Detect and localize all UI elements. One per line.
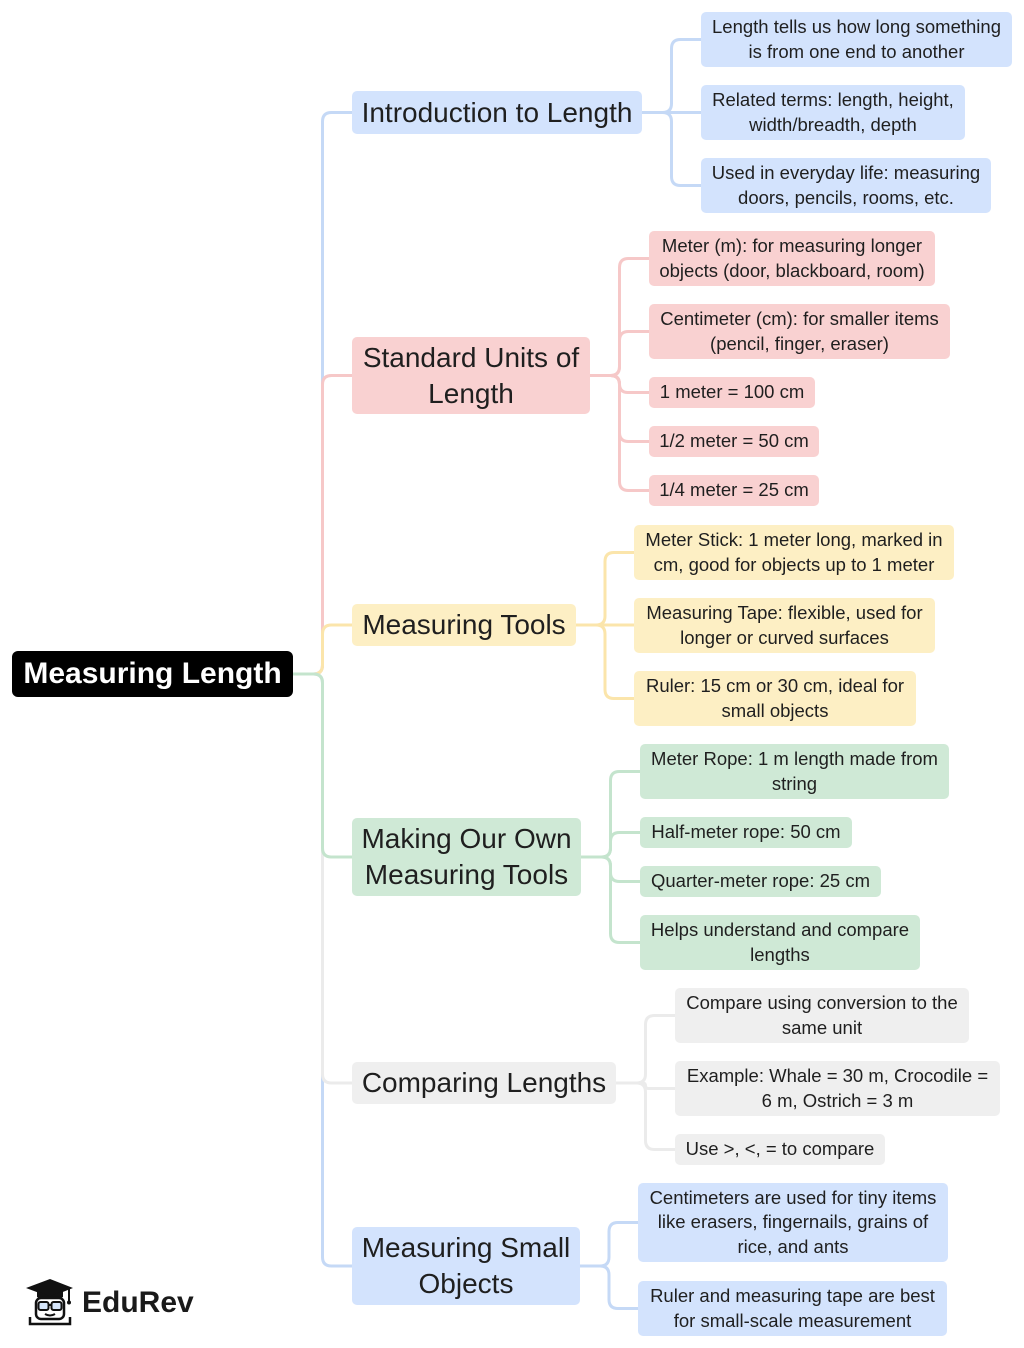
branch-measuring-small-objects: Measuring Small Objects	[352, 1227, 580, 1305]
connector-line	[588, 374, 651, 492]
connector-line	[291, 672, 354, 859]
leaf-compare-conversion: Compare using conversion to the same uni…	[675, 988, 969, 1043]
leaf-meter-rope: Meter Rope: 1 m length made from string	[640, 744, 949, 799]
leaf-related-terms: Related terms: length, height, width/bre…	[701, 85, 965, 140]
leaf-quarter-meter-rope: Quarter-meter rope: 25 cm	[640, 866, 881, 897]
leaf-one-meter-conversion: 1 meter = 100 cm	[649, 377, 815, 408]
leaf-meter-stick: Meter Stick: 1 meter long, marked in cm,…	[634, 525, 954, 580]
leaf-length-definition: Length tells us how long something is fr…	[701, 12, 1012, 67]
leaf-centimeter-unit: Centimeter (cm): for smaller items (penc…	[649, 304, 950, 359]
connector-line	[640, 111, 703, 187]
connector-line	[574, 623, 636, 700]
connector-line	[579, 831, 642, 859]
connector-line	[588, 330, 651, 377]
leaf-helps-compare: Helps understand and compare lengths	[640, 915, 920, 970]
leaf-comparison-example: Example: Whale = 30 m, Crocodile = 6 m, …	[675, 1061, 1000, 1116]
branch-making-our-own-measuring-tools: Making Our Own Measuring Tools	[352, 818, 581, 896]
edurev-logo-text: EduRev	[82, 1286, 194, 1319]
leaf-half-meter-rope: Half-meter rope: 50 cm	[640, 817, 852, 848]
connector-line	[578, 1221, 640, 1268]
branch-measuring-tools: Measuring Tools	[352, 604, 576, 646]
leaf-quarter-meter-conversion: 1/4 meter = 25 cm	[649, 475, 819, 506]
branch-standard-units-of-length: Standard Units of Length	[352, 337, 590, 414]
leaf-comparison-symbols: Use >, <, = to compare	[675, 1134, 885, 1165]
connector-line	[614, 1081, 677, 1151]
root-node-measuring-length: Measuring Length	[12, 651, 293, 697]
leaf-everyday-use: Used in everyday life: measuring doors, …	[701, 158, 991, 213]
connector-line	[574, 551, 636, 627]
leaf-ruler: Ruler: 15 cm or 30 cm, ideal for small o…	[634, 671, 916, 726]
leaf-measuring-tape: Measuring Tape: flexible, used for longe…	[634, 598, 935, 653]
edurev-graduate-icon	[26, 1279, 73, 1326]
leaf-centimeters-tiny-items: Centimeters are used for tiny items like…	[638, 1183, 948, 1262]
branch-comparing-lengths: Comparing Lengths	[352, 1062, 616, 1104]
leaf-ruler-tape-small-scale: Ruler and measuring tape are best for sm…	[638, 1281, 947, 1336]
connector-line	[579, 855, 642, 944]
connector-line	[578, 1264, 640, 1310]
connector-line	[640, 38, 703, 114]
leaf-meter-unit: Meter (m): for measuring longer objects …	[649, 231, 935, 286]
branch-introduction-to-length: Introduction to Length	[352, 91, 642, 134]
connector-line	[291, 623, 354, 676]
connector-line	[614, 1014, 677, 1085]
leaf-half-meter-conversion: 1/2 meter = 50 cm	[649, 426, 819, 457]
